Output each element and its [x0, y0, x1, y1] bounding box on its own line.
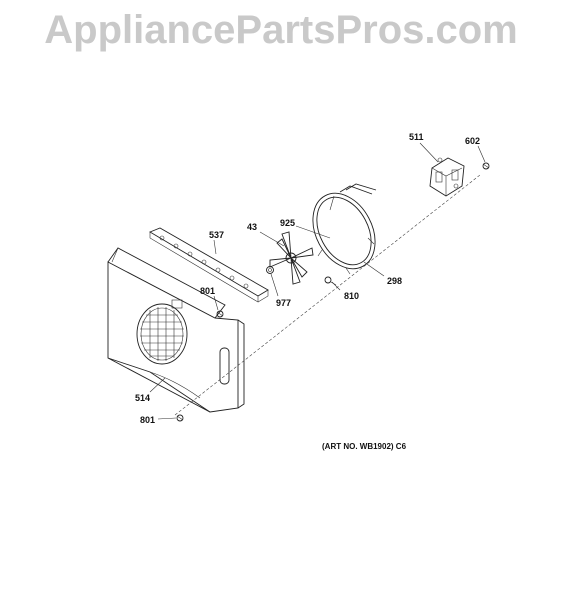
- label-537: 537: [209, 230, 224, 240]
- heating-element: [312, 183, 377, 275]
- label-977: 977: [276, 298, 291, 308]
- screw-602: [482, 162, 490, 170]
- assembly-axis: [174, 174, 481, 416]
- label-514: 514: [135, 393, 150, 403]
- leader-lines: [149, 142, 486, 420]
- label-810: 810: [344, 291, 359, 301]
- label-801-upper: 801: [200, 286, 215, 296]
- fan-grille: [136, 303, 188, 365]
- screw-801-upper: [216, 310, 224, 318]
- fan-motor: [429, 157, 465, 197]
- label-511: 511: [409, 132, 424, 142]
- screw-810: [324, 276, 337, 286]
- label-43: 43: [247, 222, 257, 232]
- label-801-lower: 801: [140, 415, 155, 425]
- art-number-caption: (ART NO. WB1902) C6: [322, 442, 407, 451]
- label-602: 602: [465, 136, 480, 146]
- label-925: 925: [280, 218, 295, 228]
- mounting-bracket: [148, 227, 269, 303]
- watermark: AppliancePartsPros.com: [44, 8, 518, 52]
- screw-801-lower: [176, 414, 184, 422]
- nut-977: [266, 266, 274, 274]
- fan-blade: [269, 231, 314, 285]
- label-298: 298: [387, 276, 402, 286]
- fan-cover-panel: [107, 247, 245, 413]
